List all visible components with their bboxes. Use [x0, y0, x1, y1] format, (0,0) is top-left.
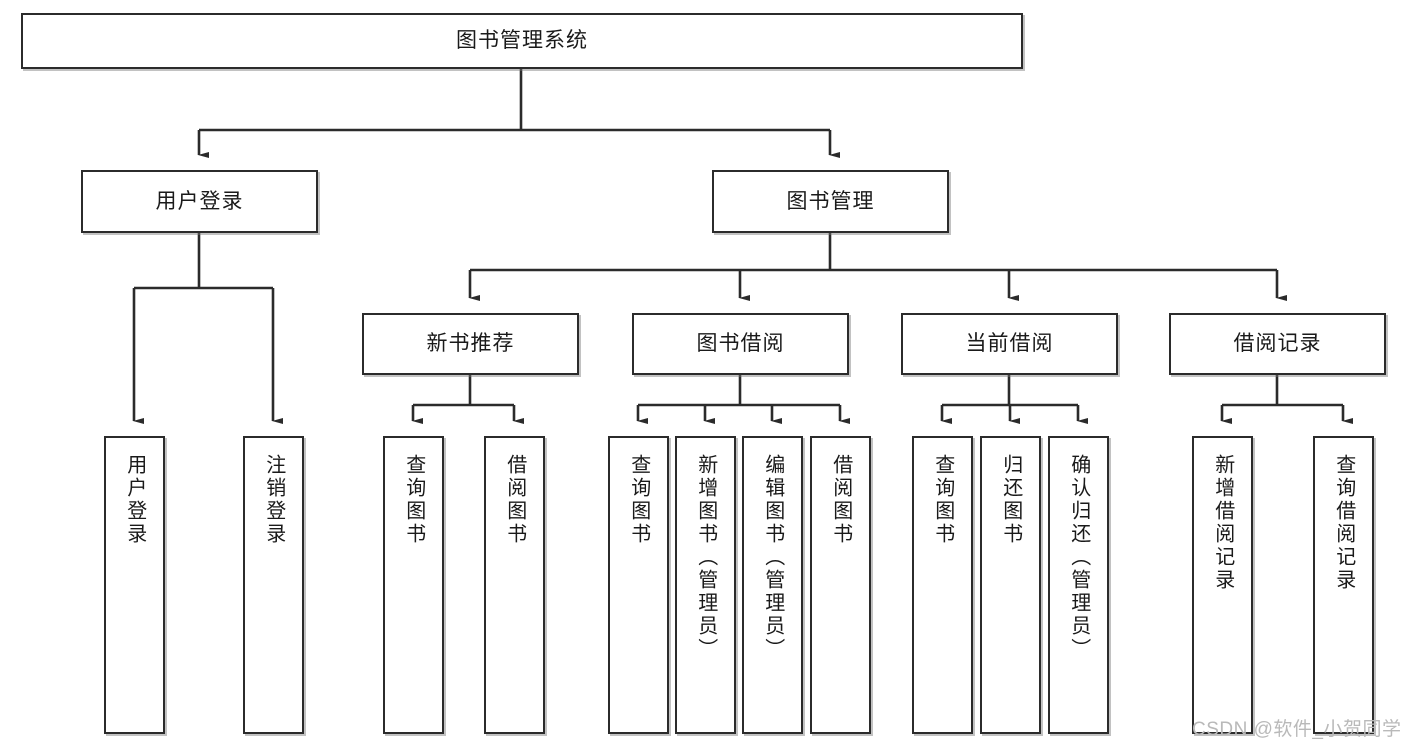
node-label: 新书推荐: [426, 332, 515, 356]
node-label: 图书管理系统: [456, 29, 588, 53]
leaf-label: 查询借阅记录: [1332, 454, 1355, 592]
node-label: 图书借阅: [696, 332, 785, 356]
node-label: 当前借阅: [965, 332, 1054, 356]
leaf-new-book-query-book[interactable]: 查询图书: [383, 436, 444, 734]
node-user-login[interactable]: 用户登录: [81, 170, 318, 233]
leaf-label: 新增图书（管理员）: [694, 454, 717, 661]
leaf-label: 借阅图书: [503, 454, 526, 546]
leaf-label: 查询图书: [402, 454, 425, 546]
leaf-user-login-login[interactable]: 用户登录: [104, 436, 165, 734]
node-book-management[interactable]: 图书管理: [712, 170, 949, 233]
leaf-label: 查询图书: [931, 454, 954, 546]
leaf-label: 借阅图书: [829, 454, 852, 546]
leaf-borrow-record-add-record[interactable]: 新增借阅记录: [1192, 436, 1253, 734]
leaf-new-book-borrow-book[interactable]: 借阅图书: [484, 436, 545, 734]
node-new-book-recommend[interactable]: 新书推荐: [362, 313, 579, 375]
leaf-current-borrow-confirm-return-admin[interactable]: 确认归还（管理员）: [1048, 436, 1109, 734]
leaf-label: 查询图书: [627, 454, 650, 546]
leaf-label: 新增借阅记录: [1211, 454, 1234, 592]
leaf-book-borrow-edit-book-admin[interactable]: 编辑图书（管理员）: [742, 436, 803, 734]
node-borrow-record[interactable]: 借阅记录: [1169, 313, 1386, 375]
node-label: 用户登录: [155, 189, 244, 213]
leaf-book-borrow-borrow-book[interactable]: 借阅图书: [810, 436, 871, 734]
leaf-label: 用户登录: [123, 454, 146, 546]
csdn-watermark: CSDN @软件_小贺同学: [1192, 719, 1402, 740]
node-current-borrow[interactable]: 当前借阅: [901, 313, 1118, 375]
node-label: 图书管理: [786, 189, 875, 213]
leaf-current-borrow-return-book[interactable]: 归还图书: [980, 436, 1041, 734]
node-book-borrow[interactable]: 图书借阅: [632, 313, 849, 375]
leaf-current-borrow-query-book[interactable]: 查询图书: [912, 436, 973, 734]
leaf-label: 编辑图书（管理员）: [761, 454, 784, 661]
node-label: 借阅记录: [1233, 332, 1322, 356]
leaf-user-login-logout[interactable]: 注销登录: [243, 436, 304, 734]
leaf-book-borrow-add-book-admin[interactable]: 新增图书（管理员）: [675, 436, 736, 734]
node-root-book-management-system[interactable]: 图书管理系统: [21, 13, 1023, 69]
leaf-label: 注销登录: [262, 454, 285, 546]
leaf-label: 归还图书: [999, 454, 1022, 546]
leaf-book-borrow-query-book[interactable]: 查询图书: [608, 436, 669, 734]
leaf-label: 确认归还（管理员）: [1067, 454, 1090, 661]
leaf-borrow-record-query-record[interactable]: 查询借阅记录: [1313, 436, 1374, 734]
